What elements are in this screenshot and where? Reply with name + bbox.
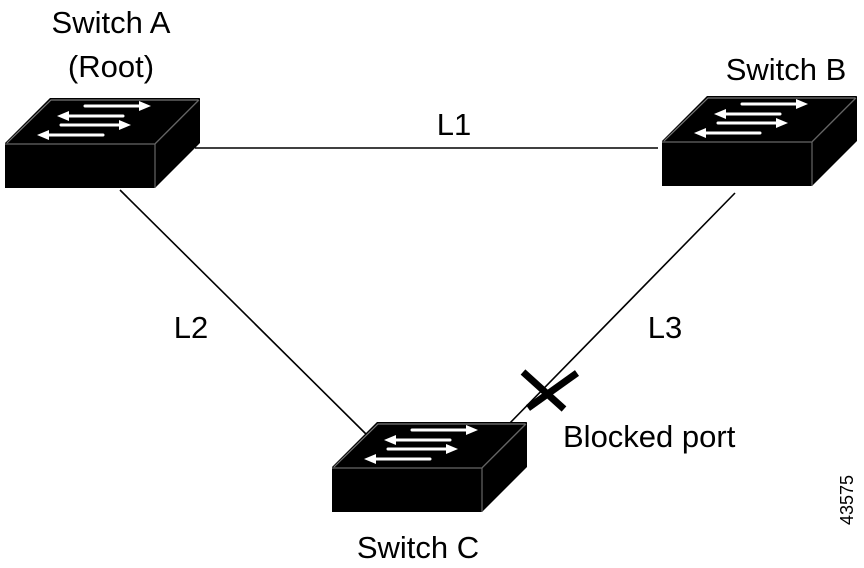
link-l2-label: L2 (174, 310, 208, 345)
link-l3-label: L3 (648, 310, 682, 345)
switch-a-role: (Root) (68, 49, 154, 84)
link-l3 (507, 192, 736, 426)
link-l1-label: L1 (437, 107, 471, 142)
switch-a-icon (3, 96, 202, 190)
blocked-port-label: Blocked port (563, 419, 736, 454)
switch-b-icon (660, 94, 859, 188)
link-l2 (119, 189, 373, 441)
blocked-x-icon (520, 369, 580, 412)
switch-c-icon (330, 420, 529, 514)
switch-b-name: Switch B (726, 52, 847, 87)
figure-id: 43575 (837, 475, 857, 525)
switch-a-name: Switch A (52, 5, 171, 40)
switch-c-name: Switch C (357, 530, 479, 565)
